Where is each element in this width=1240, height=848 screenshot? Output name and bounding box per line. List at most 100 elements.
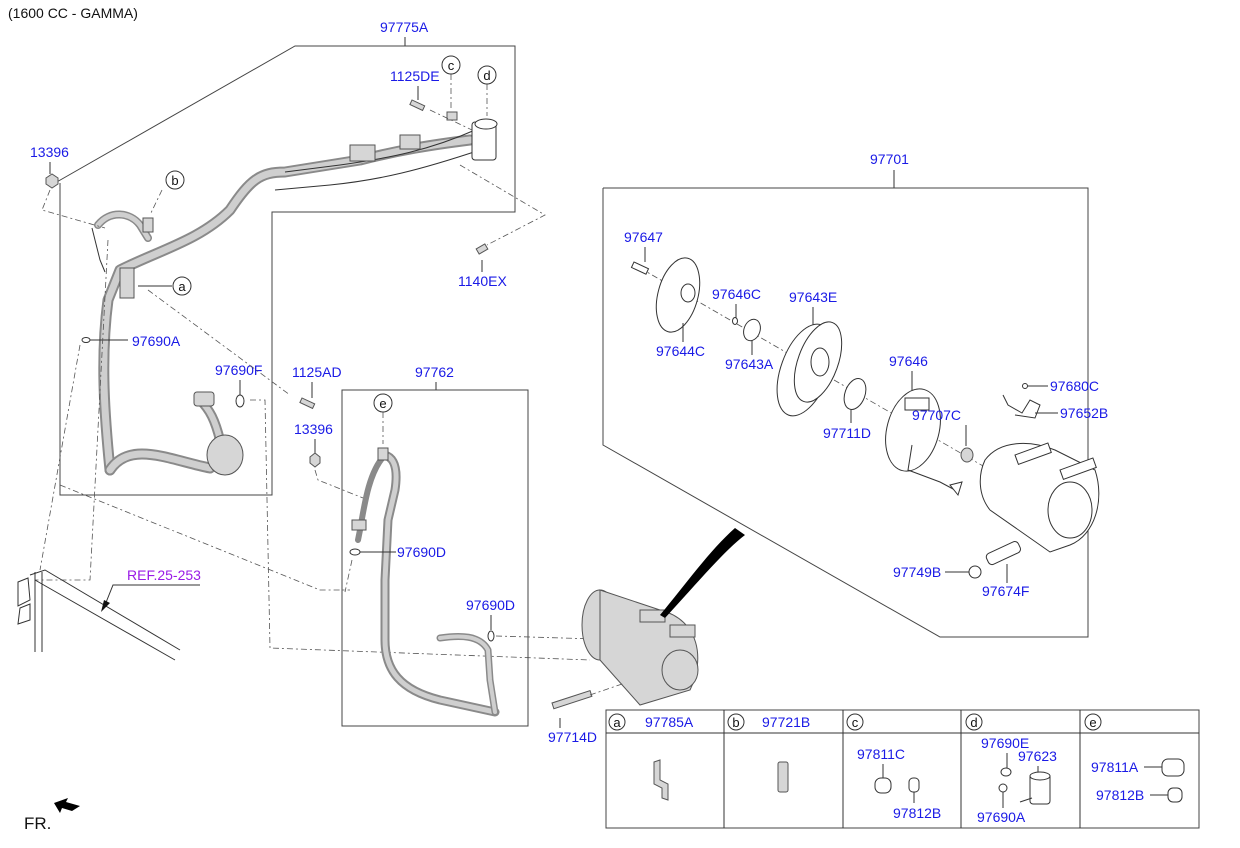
part-97644C[interactable]: 97644C	[656, 343, 705, 359]
discharge-hose-frame	[341, 389, 529, 727]
legend-col-a: a 97785A	[608, 713, 694, 801]
part-97707C[interactable]: 97707C	[912, 407, 961, 423]
bolt-icon	[630, 261, 650, 275]
snap-ring-icon	[843, 378, 867, 410]
arrow-icon	[101, 600, 110, 612]
cap-icon	[1161, 758, 1185, 777]
liquid-line-group: 97775A	[45, 19, 516, 496]
part-97711D[interactable]: 97711D	[823, 425, 871, 441]
o-ring-icon	[235, 394, 245, 408]
callout-c[interactable]: c	[441, 55, 461, 108]
sensor-icon	[985, 541, 1021, 566]
discharge-hose-group: 97762 e 97690D 97690D	[341, 364, 631, 727]
compressor-main	[581, 528, 745, 706]
svg-text:b: b	[732, 715, 739, 730]
part-97646[interactable]: 97646	[889, 353, 928, 369]
part-97811A[interactable]: 97811A	[1091, 759, 1139, 775]
pipe-sleeve	[399, 134, 421, 150]
legend-col-b: b 97721B	[727, 713, 810, 793]
cap-icon	[874, 777, 892, 794]
part-97690D-lower[interactable]: 97690D	[466, 597, 515, 613]
part-97652B[interactable]: 97652B	[1060, 405, 1108, 421]
front-arrow-icon	[54, 798, 80, 813]
part-97721B[interactable]: 97721B	[762, 714, 810, 730]
switch-icon	[142, 217, 154, 233]
bolt-icon	[409, 99, 426, 112]
part-1125DE[interactable]: 1125DE	[390, 68, 440, 84]
compressor-assembly-group: 97701 97647 97644C 97646C 97643A 97643E …	[602, 151, 1108, 638]
o-ring-icon	[487, 630, 495, 642]
radiator-reference: REF.25-253	[17, 567, 201, 661]
compressor-assy-frame	[602, 187, 1089, 638]
part-97749B[interactable]: 97749B	[893, 564, 941, 580]
bolt-icon	[299, 397, 316, 410]
svg-text:c: c	[852, 715, 859, 730]
part-1140EX[interactable]: 1140EX	[458, 273, 507, 289]
zoom-pointer	[660, 528, 745, 618]
legend-col-d: d 97690E 97623 97690A	[965, 713, 1057, 825]
liquid-line-frame	[54, 45, 516, 496]
svg-text:a: a	[178, 279, 186, 294]
callout-b[interactable]: b	[149, 170, 185, 216]
part-97643E[interactable]: 97643E	[789, 289, 837, 305]
part-97812B-c[interactable]: 97812B	[893, 805, 941, 821]
liquid-pipe	[98, 134, 476, 476]
nut-icon	[309, 452, 321, 468]
svg-text:d: d	[970, 715, 977, 730]
part-13396-mid[interactable]: 13396	[294, 421, 333, 437]
part-97646C[interactable]: 97646C	[712, 286, 761, 302]
part-97690F[interactable]: 97690F	[215, 362, 262, 378]
legend-col-c: c 97811C 97812B	[846, 713, 941, 821]
pressure-switch-icon	[777, 761, 789, 793]
svg-text:c: c	[448, 58, 455, 73]
part-97623[interactable]: 97623	[1018, 748, 1057, 764]
valve-core-icon	[1167, 787, 1183, 803]
part-1125AD[interactable]: 1125AD	[292, 364, 342, 380]
part-97647[interactable]: 97647	[624, 229, 663, 245]
part-97690A[interactable]: 97690A	[132, 333, 181, 349]
field-coil-icon	[885, 388, 941, 472]
legend-col-e: e 97811A 97812B	[1084, 713, 1185, 803]
part-97690D-upper[interactable]: 97690D	[397, 544, 446, 560]
part-97643A[interactable]: 97643A	[725, 356, 774, 372]
clutch-plate-icon	[655, 257, 701, 333]
o-ring-icon	[81, 337, 91, 343]
o-ring-icon	[1000, 767, 1012, 777]
bracket-icon	[653, 759, 669, 801]
part-97812B-e[interactable]: 97812B	[1096, 787, 1144, 803]
o-ring-icon	[968, 565, 982, 579]
front-indicator: FR.	[24, 814, 51, 833]
bolt-icon	[551, 690, 593, 710]
engine-title: (1600 CC - GAMMA)	[8, 5, 138, 21]
callout-d[interactable]: d	[477, 65, 497, 116]
o-ring-icon	[349, 548, 361, 556]
part-97785A[interactable]: 97785A	[645, 714, 694, 730]
nut-icon	[45, 173, 59, 189]
part-97690E[interactable]: 97690E	[981, 735, 1029, 751]
part-97690A-d[interactable]: 97690A	[977, 809, 1026, 825]
part-97674F[interactable]: 97674F	[982, 583, 1029, 599]
part-97811C[interactable]: 97811C	[857, 746, 905, 762]
svg-text:e: e	[379, 396, 386, 411]
part-97775A[interactable]: 97775A	[380, 19, 429, 35]
svg-text:e: e	[1089, 715, 1096, 730]
callout-e[interactable]: e	[373, 393, 393, 444]
bracket-icon	[1002, 394, 1041, 419]
part-97680C[interactable]: 97680C	[1050, 378, 1099, 394]
legend-table: a 97785A b 97721B c 97811C 97812B d 9769…	[605, 709, 1200, 829]
discharge-pipe	[380, 450, 500, 717]
part-13396[interactable]: 13396	[30, 144, 69, 160]
ref-label[interactable]: REF.25-253	[127, 567, 201, 583]
o-ring-icon	[998, 783, 1008, 793]
part-97762[interactable]: 97762	[415, 364, 454, 380]
svg-text:a: a	[613, 715, 621, 730]
snap-ring-icon	[743, 318, 761, 342]
svg-text:d: d	[483, 68, 490, 83]
bolt-icon	[475, 243, 489, 255]
callout-a[interactable]: a	[138, 276, 192, 296]
pipe-sleeve	[349, 144, 376, 162]
part-97714D[interactable]: 97714D	[548, 729, 597, 745]
muffler-icon	[206, 434, 244, 476]
part-97701[interactable]: 97701	[870, 151, 909, 167]
